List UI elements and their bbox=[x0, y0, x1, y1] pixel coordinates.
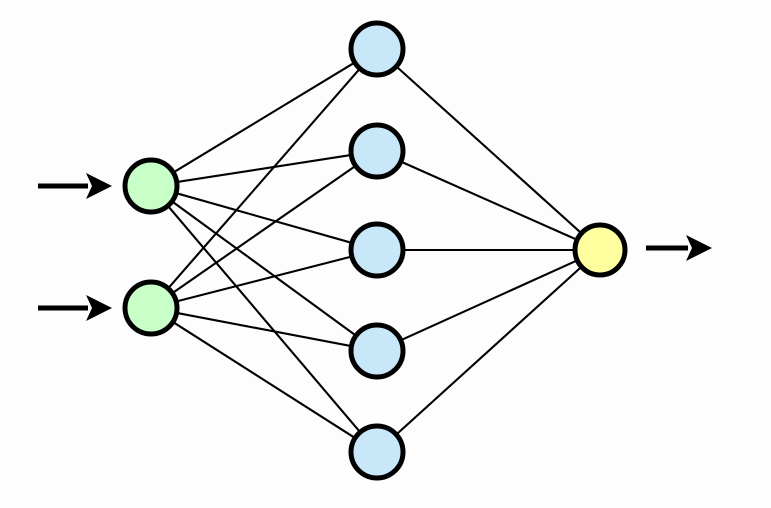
edge-i1-to-h5 bbox=[166, 204, 362, 435]
node-h5[interactable] bbox=[348, 423, 406, 481]
input-arrow-top bbox=[38, 173, 112, 199]
edge-i1-to-h3 bbox=[174, 191, 355, 245]
node-i1[interactable] bbox=[122, 157, 180, 215]
input-node-circle[interactable] bbox=[122, 157, 180, 215]
node-h3[interactable] bbox=[348, 221, 406, 279]
input-arrow-bottom bbox=[38, 295, 112, 321]
arrows-group bbox=[38, 173, 712, 321]
hidden-node-circle[interactable] bbox=[348, 20, 406, 78]
edge-h4-to-o1 bbox=[398, 258, 580, 342]
edge-h5-to-o1 bbox=[394, 265, 584, 437]
output-arrow-head-icon bbox=[686, 235, 712, 261]
output-arrow bbox=[646, 235, 712, 261]
edges-group bbox=[166, 60, 584, 440]
edge-h1-to-o1 bbox=[394, 64, 584, 235]
edge-h2-to-o1 bbox=[398, 160, 580, 242]
edge-i2-to-h5 bbox=[171, 320, 357, 440]
nodes-group bbox=[122, 20, 628, 481]
node-i2[interactable] bbox=[122, 279, 180, 337]
edge-i1-to-h2 bbox=[174, 153, 354, 184]
edge-i1-to-h4 bbox=[170, 199, 358, 338]
node-o1[interactable] bbox=[572, 222, 628, 278]
input-node-circle[interactable] bbox=[122, 279, 180, 337]
input-arrow-bottom-head-icon bbox=[86, 295, 112, 321]
edge-i2-to-h2 bbox=[170, 164, 358, 295]
hidden-node-circle[interactable] bbox=[348, 221, 406, 279]
output-node-circle[interactable] bbox=[572, 222, 628, 278]
hidden-node-circle[interactable] bbox=[348, 423, 406, 481]
edge-i2-to-h4 bbox=[174, 311, 354, 348]
node-h1[interactable] bbox=[348, 20, 406, 78]
edge-i2-to-h3 bbox=[174, 255, 354, 303]
hidden-node-circle[interactable] bbox=[348, 122, 406, 180]
edge-i1-to-h1 bbox=[171, 60, 357, 175]
edge-i2-to-h1 bbox=[166, 66, 362, 291]
hidden-node-circle[interactable] bbox=[348, 322, 406, 380]
node-h4[interactable] bbox=[348, 322, 406, 380]
input-arrow-top-head-icon bbox=[86, 173, 112, 199]
node-h2[interactable] bbox=[348, 122, 406, 180]
